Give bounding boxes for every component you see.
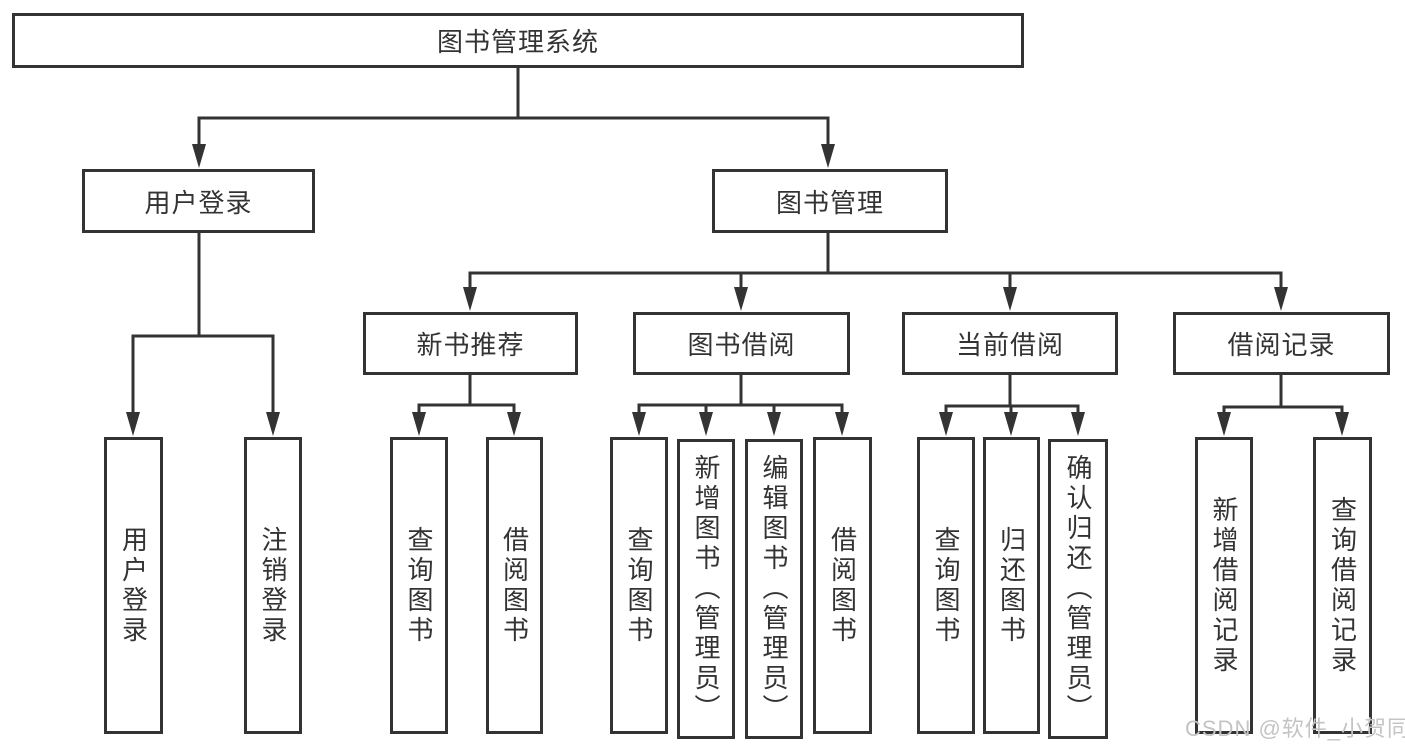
leaf-edit-books-admin: 编辑图书（管理员） [745, 439, 803, 739]
node-book-borrow: 图书借阅 [633, 312, 850, 375]
arrowheads [126, 144, 1349, 436]
leaf-logout: 注销登录 [244, 437, 302, 734]
node-new-book-recommend: 新书推荐 [363, 312, 578, 375]
leaf-add-borrow-record: 新增借阅记录 [1195, 437, 1253, 734]
leaf-return-books: 归还图书 [983, 437, 1040, 734]
node-book-management: 图书管理 [712, 169, 948, 233]
leaf-query-books-current: 查询图书 [917, 437, 975, 734]
leaf-query-borrow-record: 查询借阅记录 [1313, 437, 1372, 734]
leaf-borrow-books-recommend: 借阅图书 [486, 437, 543, 734]
node-user-login: 用户登录 [82, 169, 315, 233]
watermark-text: CSDN @软件_小贺同学 [1185, 716, 1405, 741]
connector-root [131, 68, 1344, 418]
leaf-query-books-recommend: 查询图书 [390, 437, 448, 734]
leaf-add-books-admin: 新增图书（管理员） [677, 439, 735, 739]
node-root: 图书管理系统 [12, 13, 1024, 68]
node-borrow-records: 借阅记录 [1173, 312, 1390, 375]
leaf-confirm-return-admin: 确认归还（管理员） [1048, 439, 1108, 739]
leaf-borrow-books: 借阅图书 [813, 437, 872, 734]
leaf-user-login: 用户登录 [104, 437, 163, 734]
leaf-query-books-borrow: 查询图书 [610, 437, 668, 734]
node-current-borrow: 当前借阅 [902, 312, 1118, 375]
